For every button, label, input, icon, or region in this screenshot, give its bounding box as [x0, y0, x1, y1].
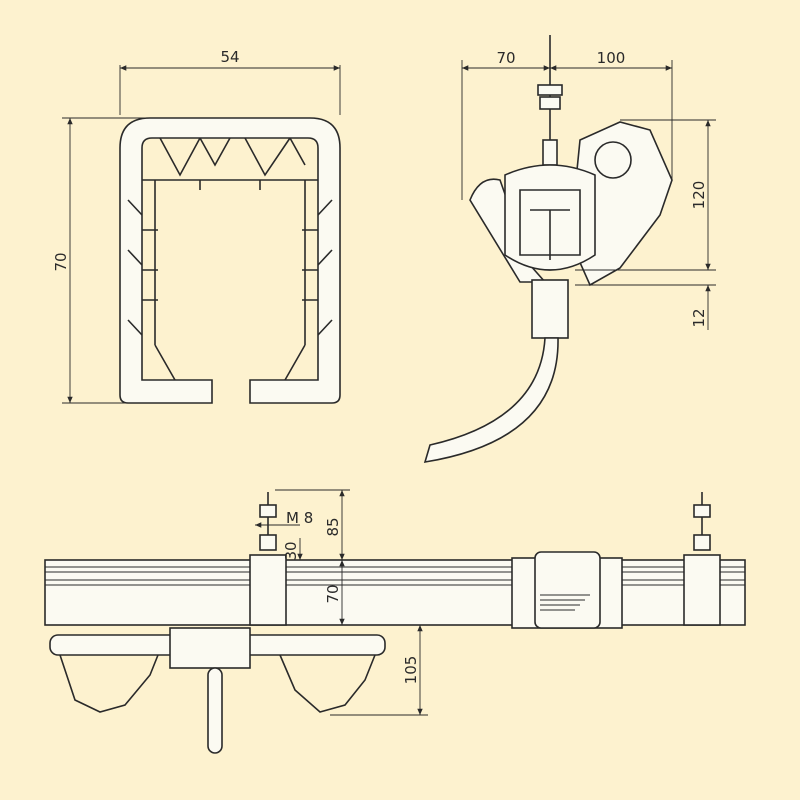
trolley-right-dimension: 100	[597, 49, 626, 67]
rail-side-view: M 8 85 30 70 105	[44, 489, 746, 754]
hanger-height-dimension: 85	[324, 517, 342, 536]
chain-drop-dimension: 105	[402, 656, 420, 685]
thread-size-label: M 8	[286, 509, 313, 527]
rail-height-dimension: 70	[324, 584, 342, 603]
profile-width-dimension: 54	[220, 48, 239, 66]
trolley-left-dimension: 70	[496, 49, 515, 67]
profile-height-dimension: 70	[52, 252, 70, 271]
trolley-height-dimension: 120	[690, 181, 708, 210]
trolley-front-view: 70 100 120 12	[423, 35, 716, 463]
trolley-bottom-dimension: 12	[690, 308, 708, 327]
nut-height-dimension: 30	[282, 541, 300, 560]
rail-profile-section: 54 70	[52, 48, 341, 404]
